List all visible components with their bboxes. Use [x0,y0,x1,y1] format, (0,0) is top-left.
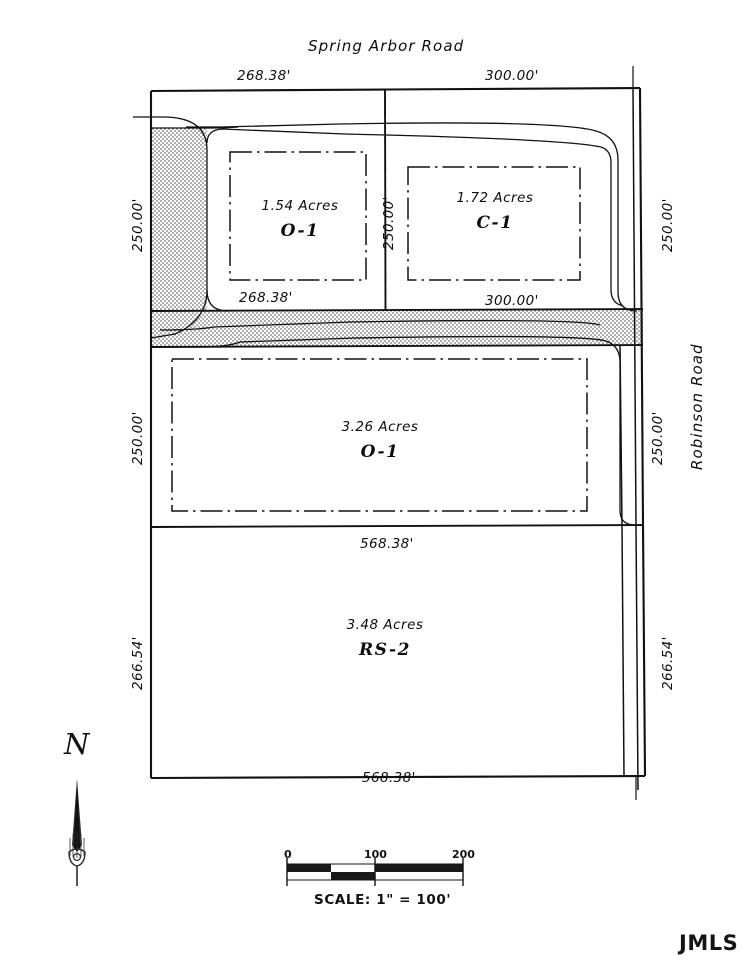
setback-parcel-3 [171,358,588,512]
parcel-4-zoning: RS-2 [359,640,411,660]
road-label-spring-arbor: Spring Arbor Road [308,37,465,55]
dimension-left-upper: 250.00' [130,198,146,252]
dimension-left-middle: 250.00' [130,411,146,465]
road-label-robinson: Robinson Road [688,343,706,470]
robinson-road-edge-lines [619,89,639,791]
scale-tick-100: 100 [364,848,387,861]
dimension-parcel-4-bottom: 568.38' [362,770,416,786]
dimension-top-right: 300.00' [485,68,539,84]
setback-envelopes [171,151,588,512]
parcel-1[interactable]: 1.54 Acres O-1 [230,198,370,241]
parcel-2-zoning: C-1 [476,213,514,233]
row-offset-curves [133,116,638,526]
dimension-center-divider: 250.00' [381,196,397,250]
dimension-right-upper: 250.00' [660,198,676,252]
dimension-right-lower: 266.54' [660,636,676,690]
dimension-left-lower: 266.54' [130,636,146,690]
dimension-top-left: 268.38' [237,68,291,84]
parcel-3-zoning: O-1 [360,442,400,462]
parcel-3-acres: 3.26 Acres [341,419,419,435]
setback-parcel-1 [229,151,367,281]
scale-caption: SCALE: 1" = 100' [314,892,452,908]
scale-bar-graphic [286,858,464,886]
parcel-2[interactable]: 1.72 Acres C-1 [410,190,580,233]
scale-tick-0: 0 [284,848,292,861]
dimension-parcel-2-bottom: 300.00' [485,293,539,309]
parcel-4-acres: 3.48 Acres [346,617,424,633]
parcel-1-acres: 1.54 Acres [261,198,339,214]
dimension-parcel-3-bottom: 568.38' [360,536,414,552]
setback-parcel-2 [407,166,581,281]
parcel-1-zoning: O-1 [280,221,320,241]
parcel-3[interactable]: 3.26 Acres O-1 [300,419,460,462]
parcel-2-acres: 1.72 Acres [456,190,534,206]
watermark-jmls: JMLS [679,931,739,955]
scale-tick-200: 200 [452,848,475,861]
dimension-right-middle: 250.00' [650,411,666,465]
north-arrow-icon [68,779,86,886]
road-centerline-extension [632,66,637,800]
dimension-parcel-1-bottom: 268.38' [239,290,293,306]
north-arrow-label: N [64,727,90,761]
parcel-4[interactable]: 3.48 Acres RS-2 [305,617,465,660]
right-of-way-hatch [151,128,643,347]
interior-lot-lines [150,89,645,528]
